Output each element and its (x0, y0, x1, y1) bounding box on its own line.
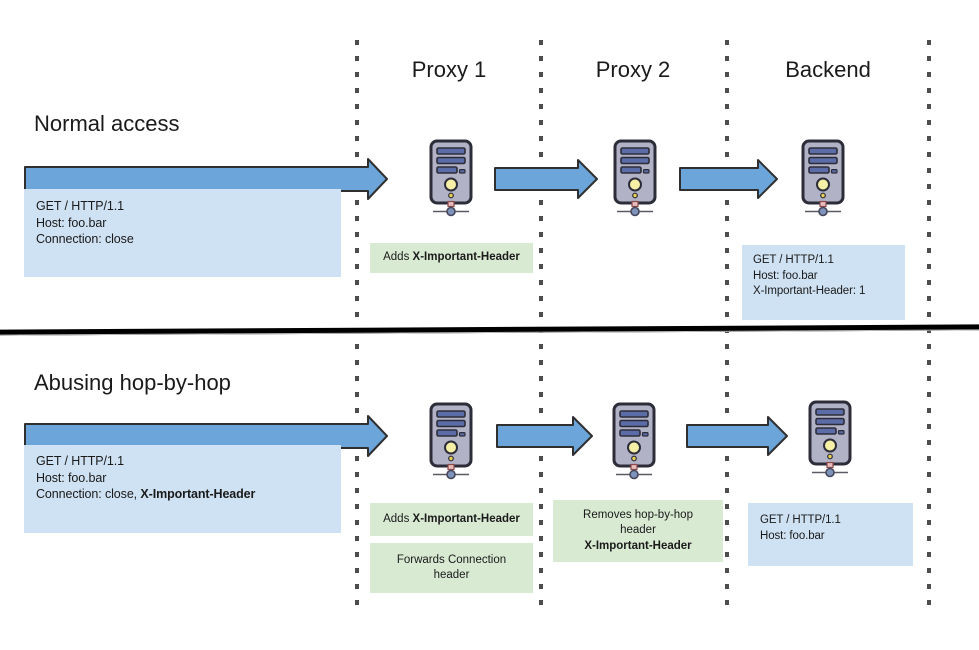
request-line: Host: foo.bar (36, 215, 107, 230)
lane-divider-dotted-line (725, 40, 729, 608)
right-arrow-icon (494, 159, 598, 199)
backend-request-box-normal: GET / HTTP/1.1 Host: foo.bar X-Important… (742, 245, 905, 320)
note-line: header (620, 524, 656, 537)
server-icon (612, 139, 658, 217)
lane-divider-dotted-line (355, 40, 359, 608)
server-icon (807, 400, 853, 478)
note-line: X-Important-Header (584, 539, 692, 552)
section-divider (0, 324, 979, 336)
proxy1-note-adds-header: Adds X-Important-Header (370, 243, 533, 273)
server-icon (428, 402, 474, 480)
request-line: GET / HTTP/1.1 (760, 514, 841, 526)
column-header-proxy2: Proxy 2 (595, 57, 671, 82)
section-title-abusing-hop-by-hop: Abusing hop-by-hop (34, 370, 231, 395)
request-line: X-Important-Header: 1 (753, 285, 866, 297)
proxy2-note-removes-header: Removes hop-by-hop header X-Important-He… (553, 500, 723, 562)
right-arrow-icon (686, 416, 788, 456)
server-icon (611, 402, 657, 480)
server-icon (800, 139, 846, 217)
request-line: GET / HTTP/1.1 (36, 199, 124, 213)
note-line: Removes hop-by-hop (583, 508, 693, 521)
note-line: Adds X-Important-Header (383, 512, 520, 525)
client-request-box-abuse: GET / HTTP/1.1 Host: foo.bar Connection:… (24, 445, 341, 533)
note-line: Forwards Connection (396, 553, 507, 566)
right-arrow-icon (679, 159, 778, 199)
backend-request-box-abuse: GET / HTTP/1.1 Host: foo.bar (748, 503, 913, 566)
request-line: Connection: close (36, 232, 134, 246)
request-line: Connection: close, X-Important-Header (36, 487, 256, 501)
right-arrow-icon (496, 416, 593, 456)
proxy1-note-adds-header-abuse: Adds X-Important-Header (370, 503, 533, 536)
note-line: header (433, 569, 470, 581)
section-title-normal-access: Normal access (34, 111, 180, 136)
client-request-box-normal: GET / HTTP/1.1 Host: foo.bar Connection:… (24, 189, 341, 277)
request-line: Host: foo.bar (36, 470, 107, 485)
column-header-proxy1: Proxy 1 (411, 57, 487, 82)
column-header-backend: Backend (785, 57, 871, 82)
lane-divider-dotted-line (927, 40, 931, 608)
server-icon (428, 139, 474, 217)
request-line: GET / HTTP/1.1 (753, 254, 834, 266)
request-line: Host: foo.bar (760, 529, 825, 542)
proxy1-note-forwards-connection: Forwards Connection header (370, 543, 533, 593)
request-line: GET / HTTP/1.1 (36, 454, 124, 468)
request-line: Host: foo.bar (753, 269, 818, 282)
note-line: Adds X-Important-Header (383, 251, 520, 264)
lane-divider-dotted-line (539, 40, 543, 608)
